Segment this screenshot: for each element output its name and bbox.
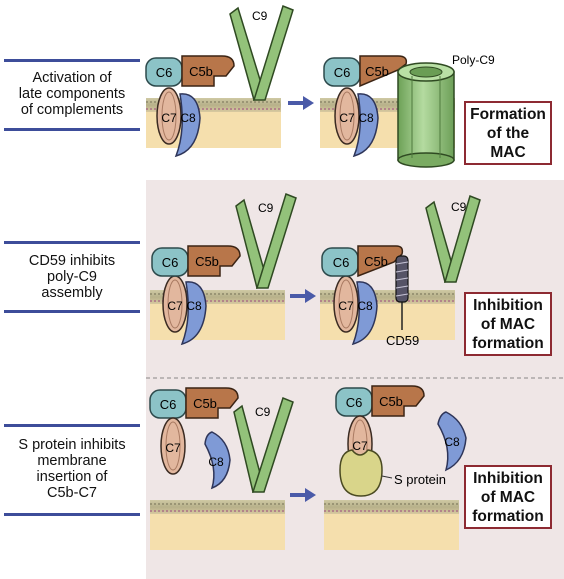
c6-label: C6	[333, 255, 350, 270]
caption-rule-top-1	[4, 59, 140, 62]
c6-label: C6	[162, 255, 179, 270]
c8-label: C8	[186, 299, 202, 313]
cd59-inhibitor	[395, 255, 409, 330]
arrow-right-icon	[290, 488, 316, 502]
c7-label: C7	[338, 299, 354, 313]
c6-label: C6	[346, 395, 363, 410]
s-protein	[339, 449, 383, 497]
c7-label: C7	[161, 111, 177, 125]
poly-c9-cylinder	[397, 62, 455, 168]
c7-protein	[156, 87, 182, 145]
row3-right-scene	[323, 385, 467, 551]
c7-label: C7	[165, 441, 181, 455]
c5b-label: C5b	[364, 254, 388, 269]
row2-right-scene	[319, 194, 481, 346]
c8-protein	[180, 281, 207, 346]
c5b-label: C5b	[195, 254, 219, 269]
c5b-label: C5b	[379, 394, 403, 409]
row3-left-scene	[149, 387, 294, 551]
caption-rule-bottom-2	[4, 310, 140, 313]
c8-label: C8	[208, 455, 224, 469]
c8-label: C8	[180, 111, 196, 125]
c9-label: C9	[252, 9, 268, 23]
c8-protein	[351, 281, 378, 346]
c9-protein	[425, 194, 481, 283]
c8-label: C8	[358, 111, 374, 125]
c5b-protein	[371, 385, 425, 417]
c5b-protein	[185, 387, 239, 419]
c6-label: C6	[160, 397, 177, 412]
row1-left-scene	[145, 5, 294, 158]
c8-protein	[437, 411, 467, 472]
c7-protein	[333, 275, 359, 333]
c6-label: C6	[156, 65, 173, 80]
c9-label: C9	[451, 200, 467, 214]
c7-protein	[334, 87, 360, 145]
c7-label: C7	[339, 111, 355, 125]
c5b-protein	[181, 55, 235, 87]
c8-protein	[352, 93, 379, 158]
c8-protein	[204, 431, 231, 490]
c5b-label: C5b	[365, 64, 389, 79]
c5b-label: C5b	[189, 64, 213, 79]
c9-protein	[235, 193, 297, 289]
poly-c9-label: Poly-C9	[452, 53, 495, 67]
c8-label: C8	[357, 299, 373, 313]
c8-label: C8	[444, 435, 460, 449]
c9-protein	[233, 397, 294, 493]
caption-rule-top-3	[4, 424, 140, 427]
c5b-protein	[187, 245, 241, 277]
c9-protein	[229, 5, 294, 101]
cd59-label: CD59	[386, 333, 419, 348]
c7-label: C7	[352, 439, 368, 453]
c5b-label: C5b	[193, 396, 217, 411]
c6-label: C6	[334, 65, 351, 80]
c8-protein	[174, 93, 201, 158]
caption-rule-bottom-1	[4, 128, 140, 131]
arrow-right-icon	[288, 96, 314, 110]
c9-label: C9	[255, 405, 271, 419]
c7-protein	[160, 417, 186, 475]
row2-left-scene	[149, 193, 297, 346]
arrow-right-icon	[290, 289, 316, 303]
c7-label: C7	[167, 299, 183, 313]
s-protein-label: S protein	[394, 472, 446, 487]
row1-right-scene	[319, 55, 456, 168]
caption-rule-top-2	[4, 241, 140, 244]
caption-rule-bottom-3	[4, 513, 140, 516]
c9-label: C9	[258, 201, 274, 215]
